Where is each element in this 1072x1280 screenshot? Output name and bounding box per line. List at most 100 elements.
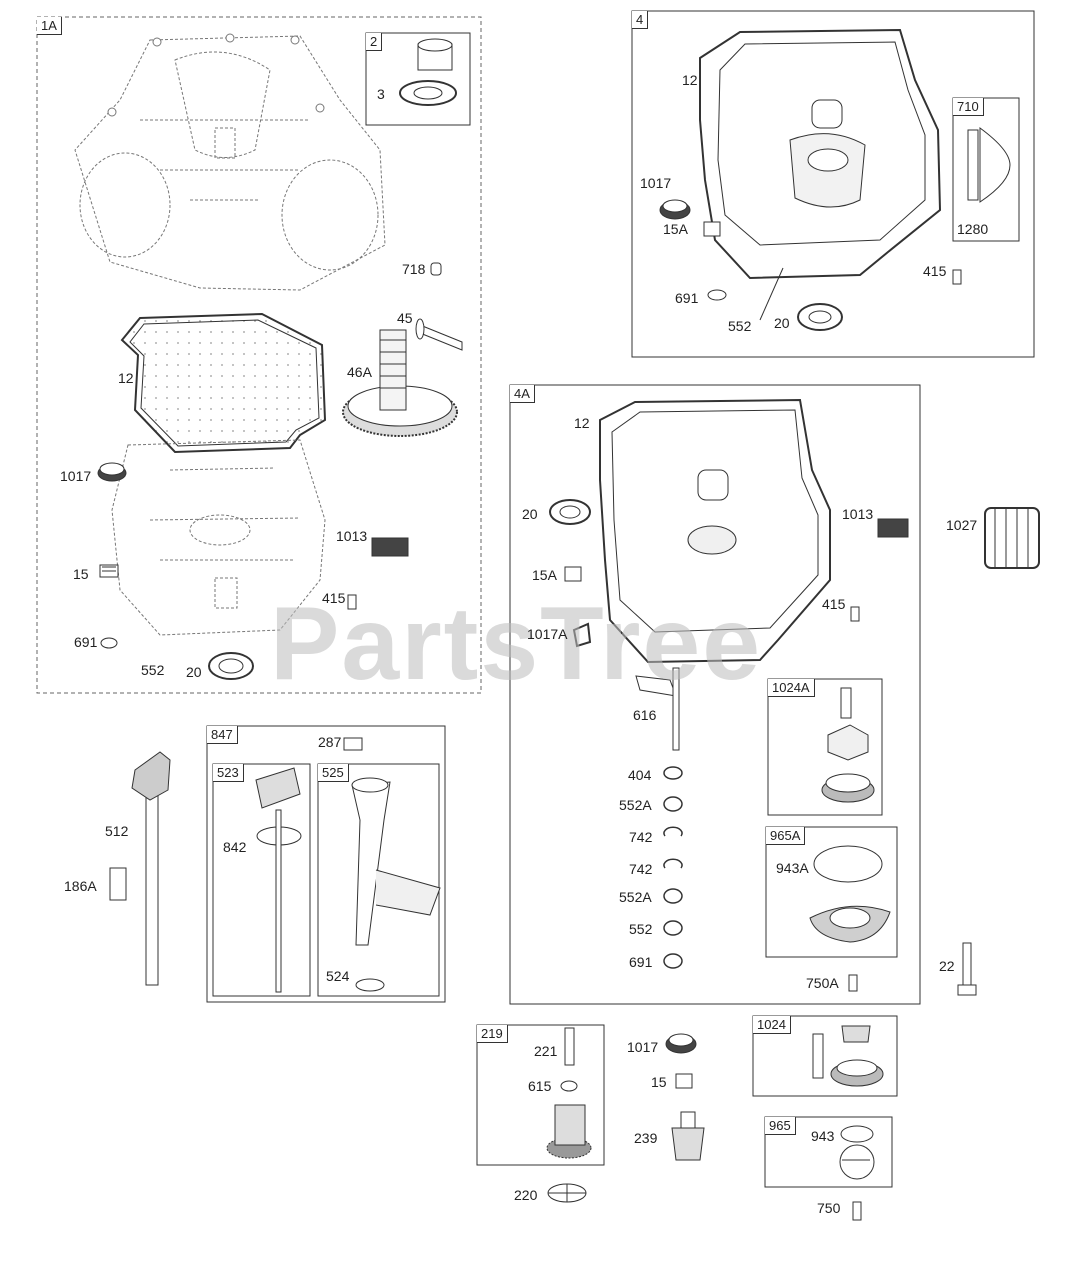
part-label: 287 <box>318 734 342 750</box>
shaft-616-drawing <box>635 667 680 751</box>
part-label: 221 <box>534 1043 558 1059</box>
part-label: 742 <box>629 861 653 877</box>
plug-15a-drawing <box>99 564 119 578</box>
part-label: 20 <box>186 664 202 680</box>
tube-525-drawing <box>351 777 441 946</box>
screw-750A-drawing <box>848 974 858 992</box>
bolt-415a-drawing <box>347 594 357 610</box>
group-523-frame <box>212 763 311 997</box>
gasket-1017a-drawing <box>97 462 127 482</box>
gasket-12-drawing <box>120 312 327 454</box>
part-label: 12 <box>682 72 698 88</box>
group-965-frame <box>764 1116 893 1188</box>
part-label: 552 <box>629 921 653 937</box>
part-label: 415 <box>923 263 947 279</box>
plug-15Ac-drawing <box>564 566 582 582</box>
pump-1024A-drawing <box>821 687 875 803</box>
group-4A-frame <box>509 384 921 1005</box>
seal-20c-drawing <box>549 499 591 525</box>
screw-287-drawing <box>343 737 363 751</box>
part-label: 750A <box>806 975 839 991</box>
sump-4-drawing <box>699 28 942 280</box>
spring-1013a-drawing <box>371 537 409 557</box>
watermark: PartsTree <box>270 586 763 702</box>
part-label: 1280 <box>957 221 989 237</box>
group-4-frame <box>631 10 1035 358</box>
gasket-1017b-drawing <box>659 199 691 220</box>
washer-691a-drawing <box>100 637 118 649</box>
part-label: 415 <box>822 596 846 612</box>
dipstick-842-drawing <box>255 767 302 993</box>
group-label-525: 525 <box>318 764 349 782</box>
rings-column-drawing <box>663 766 683 969</box>
group-1024A-frame <box>767 678 883 816</box>
part-label: 1013 <box>842 506 874 522</box>
part-label: 22 <box>939 958 955 974</box>
dipstick-tube-512-drawing <box>131 751 171 986</box>
part-label: 742 <box>629 829 653 845</box>
group-label-523: 523 <box>213 764 244 782</box>
switch-239-drawing <box>671 1111 705 1161</box>
part-label: 45 <box>397 310 413 326</box>
group-label-710: 710 <box>953 98 984 116</box>
group-label-1024A: 1024A <box>768 679 815 697</box>
pump-1024-drawing <box>812 1025 884 1087</box>
cap-718-drawing <box>430 262 442 276</box>
part-label: 1017 <box>60 468 92 484</box>
group-label-1024: 1024 <box>753 1016 791 1034</box>
group-2-frame <box>365 32 471 126</box>
part-label: 186A <box>64 878 97 894</box>
cover-710-drawing <box>967 127 1011 203</box>
group-label-2: 2 <box>366 33 383 51</box>
group-label-4: 4 <box>632 11 649 29</box>
part-label: 552 <box>728 318 752 334</box>
bolt-22-drawing <box>957 942 977 996</box>
crankcase-lower-drawing <box>111 439 326 636</box>
group-label-219: 219 <box>477 1025 508 1043</box>
group-label-847: 847 <box>207 726 238 744</box>
bushing-2-drawing <box>417 38 453 71</box>
cover-965A-drawing <box>809 845 891 943</box>
part-label: 615 <box>528 1078 552 1094</box>
part-label: 3 <box>377 86 385 102</box>
part-label: 1013 <box>336 528 368 544</box>
part-label: 842 <box>223 839 247 855</box>
bolt-415b-drawing <box>952 269 962 285</box>
plug-15d-drawing <box>675 1073 693 1089</box>
clip-1017Ac-drawing <box>572 622 592 648</box>
part-label: 46A <box>347 364 372 380</box>
part-label: 691 <box>629 954 653 970</box>
part-label: 750 <box>817 1200 841 1216</box>
part-label: 691 <box>74 634 98 650</box>
part-label: 15A <box>532 567 557 583</box>
cover-965-drawing <box>839 1125 875 1180</box>
group-965A-frame <box>765 826 898 958</box>
part-label: 718 <box>402 261 426 277</box>
part-label: 20 <box>522 506 538 522</box>
part-label: 20 <box>774 315 790 331</box>
part-label: 616 <box>633 707 657 723</box>
connector-186A-drawing <box>109 867 127 901</box>
part-label: 12 <box>118 370 134 386</box>
filter-1027-drawing <box>984 507 1040 569</box>
cam-gear-46A-drawing <box>342 329 458 437</box>
seal-3-drawing <box>399 80 457 106</box>
part-label: 552 <box>141 662 165 678</box>
group-label-965: 965 <box>765 1117 796 1135</box>
part-label: 415 <box>322 590 346 606</box>
plug-15Ab-drawing <box>703 221 721 237</box>
part-label: 1017 <box>640 175 672 191</box>
seal-524-drawing <box>355 978 385 992</box>
governor-219-drawing <box>546 1027 592 1159</box>
group-label-965A: 965A <box>766 827 806 845</box>
bolt-415c-drawing <box>850 606 860 622</box>
group-label-1A: 1A <box>37 17 62 35</box>
washer-691b-drawing <box>707 289 727 301</box>
part-label: 15 <box>651 1074 667 1090</box>
seal-20b-drawing <box>797 303 843 331</box>
sump-4A-drawing <box>599 398 831 664</box>
part-label: 524 <box>326 968 350 984</box>
group-847-frame <box>206 725 446 1003</box>
shaft-45-drawing <box>415 318 463 351</box>
